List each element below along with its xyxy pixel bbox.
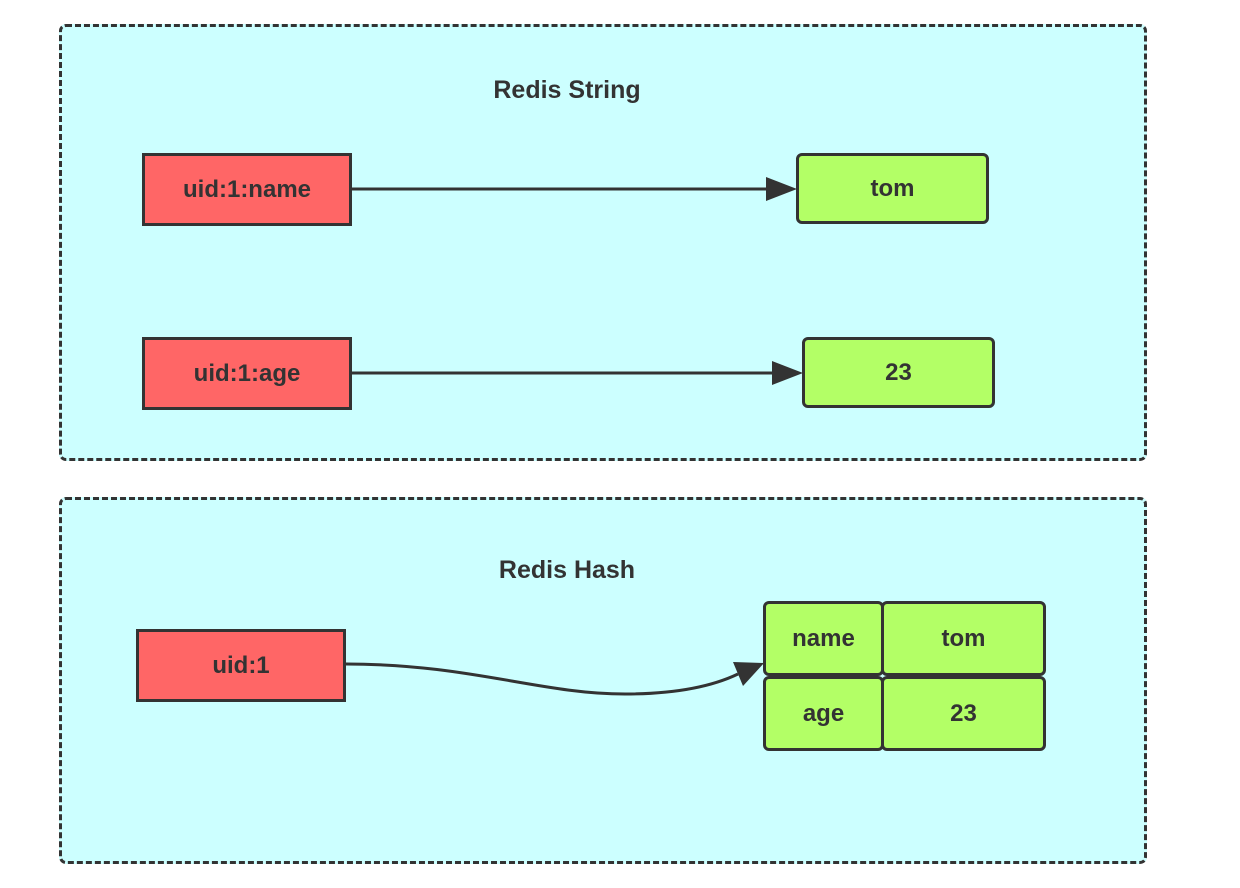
- hash-key-uid-1: uid:1: [136, 629, 346, 702]
- string-value-tom: tom: [796, 153, 989, 224]
- hash-value-23: 23: [881, 676, 1046, 751]
- hash-value-tom: tom: [881, 601, 1046, 676]
- hash-field-age: age: [763, 676, 884, 751]
- redis-string-title: Redis String: [493, 76, 641, 104]
- string-key-uid-1-name: uid:1:name: [142, 153, 352, 226]
- string-value-23: 23: [802, 337, 995, 408]
- redis-hash-title: Redis Hash: [498, 556, 636, 584]
- string-key-uid-1-age: uid:1:age: [142, 337, 352, 410]
- hash-field-name: name: [763, 601, 884, 676]
